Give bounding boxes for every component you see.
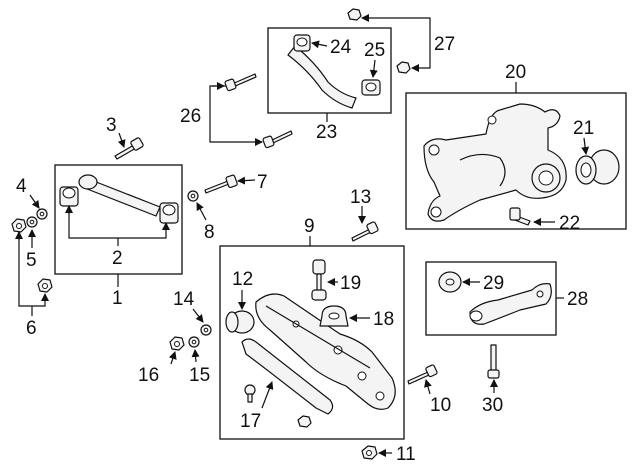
callout-25: 25 xyxy=(364,40,385,61)
washer-4-part xyxy=(36,208,48,220)
callout-6: 6 xyxy=(26,318,37,339)
callout-21: 21 xyxy=(573,118,594,139)
knuckle-part xyxy=(423,103,567,222)
callout-12: 12 xyxy=(232,269,253,290)
callout-19: 19 xyxy=(340,273,361,294)
callout-24: 24 xyxy=(330,37,352,58)
callout-9: 9 xyxy=(304,216,315,237)
callout-2: 2 xyxy=(112,248,123,269)
small-bolt-crossmember-right xyxy=(297,415,312,428)
upper-control-arm-box xyxy=(267,27,392,114)
washer-14-part xyxy=(200,324,212,336)
callout-3: 3 xyxy=(106,115,117,136)
hub-bushing-21-part xyxy=(575,149,620,185)
callout-8: 8 xyxy=(204,222,215,243)
bolt-3-part xyxy=(114,137,144,160)
small-bolt-crossmember-left xyxy=(244,384,256,403)
washer-15-part xyxy=(188,336,200,348)
bolt-7-part xyxy=(204,174,238,194)
mount-18-part xyxy=(319,305,349,327)
callout-27: 27 xyxy=(434,34,455,55)
upper-control-arm-part xyxy=(287,34,381,109)
bushing-12-part xyxy=(225,310,255,334)
callout-17: 17 xyxy=(240,411,261,432)
bolt-26-upper-part xyxy=(224,73,257,92)
callout-4: 4 xyxy=(16,176,27,197)
nut-6-lower-part xyxy=(37,278,53,293)
callout-26: 26 xyxy=(180,106,201,127)
callout-13: 13 xyxy=(350,187,371,208)
nut-27-lower-part xyxy=(396,61,411,74)
callout-30: 30 xyxy=(482,395,503,416)
callout-16: 16 xyxy=(138,365,159,386)
crossmember-assembly-box xyxy=(219,245,405,440)
reinforcement-plate-17-part xyxy=(241,338,334,415)
bolt-26-lower-part xyxy=(262,130,293,149)
callout-15: 15 xyxy=(189,365,210,386)
nut-6-upper-part xyxy=(11,218,27,233)
callout-14: 14 xyxy=(173,289,195,310)
callout-20: 20 xyxy=(505,62,526,83)
bolt-30-part xyxy=(487,344,500,379)
washer-5-part xyxy=(26,216,38,228)
callout-18: 18 xyxy=(373,309,394,330)
callout-29: 29 xyxy=(483,273,504,294)
nut-11-part xyxy=(361,445,378,460)
callout-10: 10 xyxy=(430,395,451,416)
nut-27-upper-part xyxy=(347,8,362,21)
bolt-10-part xyxy=(407,364,438,385)
lateral-link-part xyxy=(59,174,179,224)
bushing-29-part xyxy=(438,271,462,293)
trailing-arm-28-part xyxy=(469,283,552,325)
callout-22: 22 xyxy=(559,213,580,234)
nut-16-part xyxy=(169,336,185,351)
bolt-22-part xyxy=(509,207,531,226)
bolt-13-part xyxy=(351,221,379,242)
stabilizer-link-19-part xyxy=(311,259,327,301)
callout-28: 28 xyxy=(567,289,588,310)
callout-7: 7 xyxy=(257,172,268,193)
callout-11: 11 xyxy=(396,444,416,465)
washer-8-part xyxy=(187,190,199,202)
callout-23: 23 xyxy=(316,122,337,143)
callout-5: 5 xyxy=(26,250,37,271)
callout-1: 1 xyxy=(112,288,123,309)
